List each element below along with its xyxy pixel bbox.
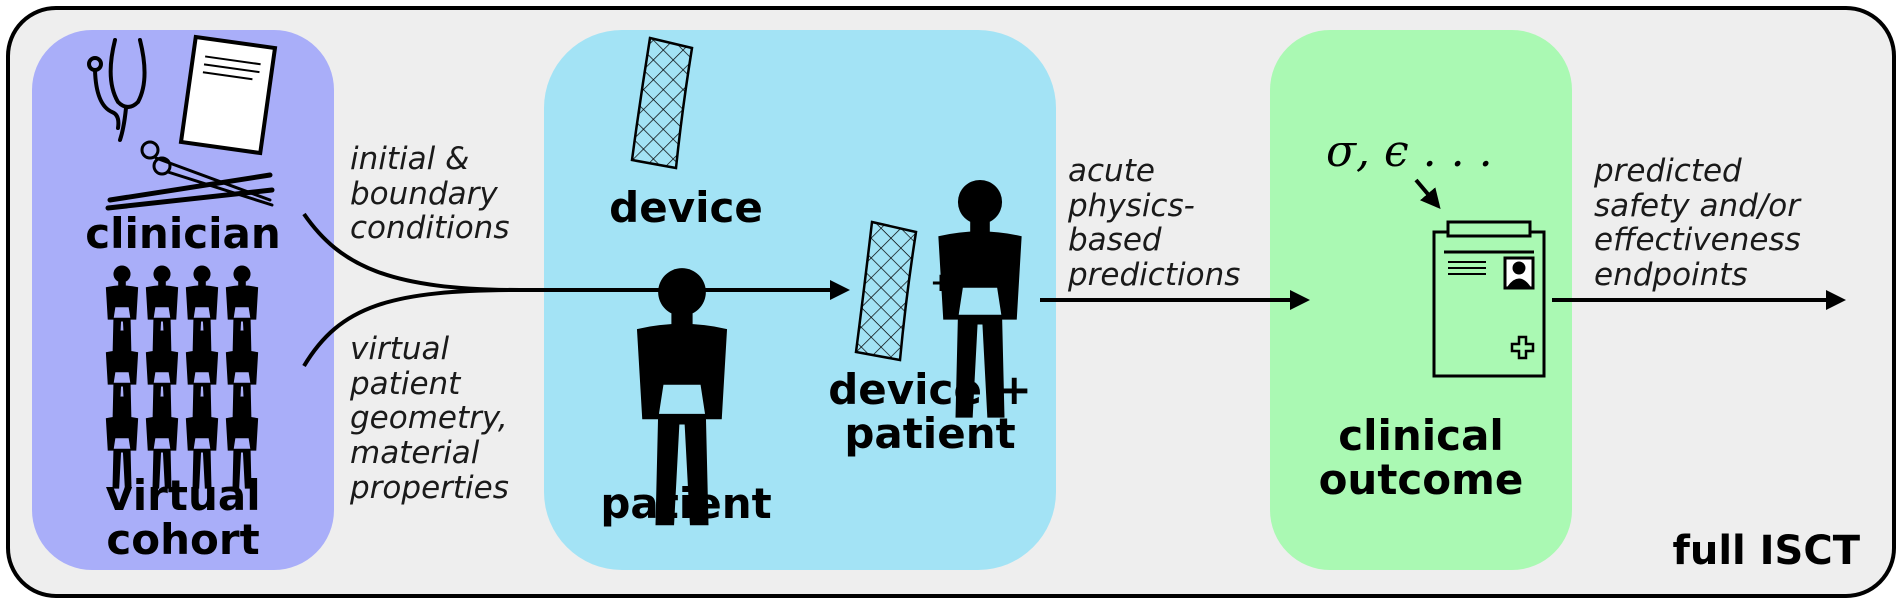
device-label: device — [609, 183, 763, 232]
combined-stent-icon — [854, 220, 918, 362]
endpoints-text: predicted safety and/or effectiveness en… — [1594, 153, 1801, 294]
plus-sign: + — [930, 268, 952, 298]
geometry-text: virtual patient geometry, material prope… — [350, 331, 509, 506]
stethoscope-icon — [87, 38, 147, 142]
stress-strain-symbols: σ, ϵ . . . — [1326, 126, 1493, 177]
predictions-text: acute physics- based predictions — [1068, 153, 1241, 294]
virtual-cohort-label: virtual cohort — [105, 471, 261, 565]
surgical-tools-icon — [105, 140, 275, 211]
conditions-text: initial & boundary conditions — [350, 141, 510, 247]
patient-label: patient — [600, 479, 772, 528]
clinical-outcome-label: clinical outcome — [1318, 411, 1524, 505]
full-isct-label: full ISCT — [1672, 528, 1860, 574]
clinician-label: clinician — [85, 209, 281, 258]
symbol-arrow — [1414, 178, 1441, 210]
device-patient-label: device + patient — [828, 365, 1032, 459]
stent-device-icon — [630, 36, 694, 170]
document-icon — [178, 34, 278, 156]
input-arrows — [302, 212, 850, 368]
clipboard-icon — [1432, 220, 1546, 378]
clinical-outcome-panel — [1270, 30, 1572, 570]
